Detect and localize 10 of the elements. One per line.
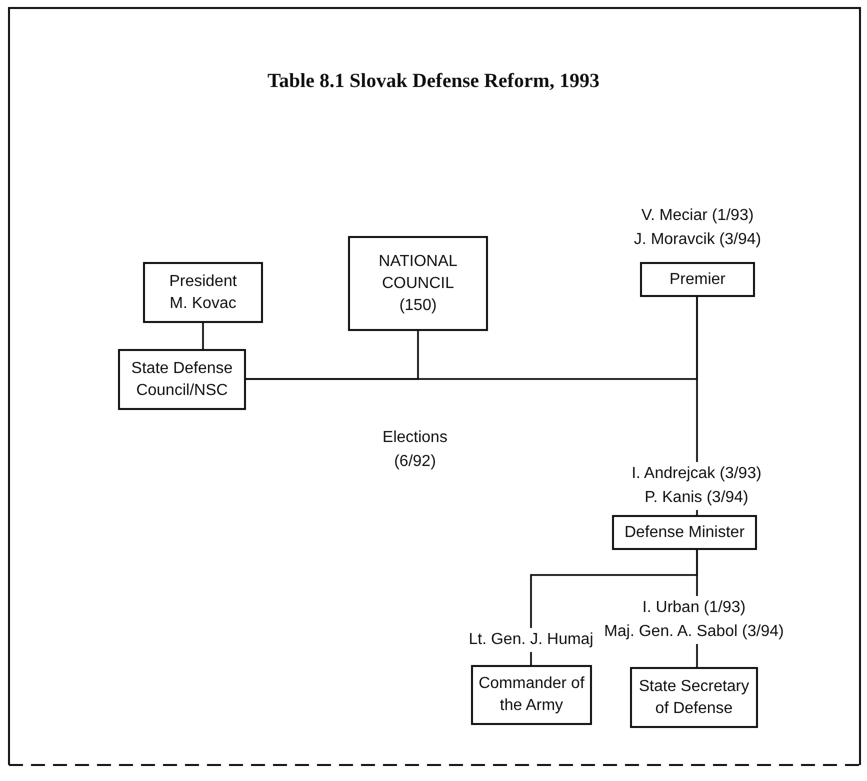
org-box: President M. Kovac: [143, 262, 263, 323]
org-box: State Secretary of Defense: [630, 667, 758, 728]
note-text: Elections (6/92): [382, 428, 448, 472]
org-box: State Defense Council/NSC: [118, 349, 246, 410]
diagram-title: Table 8.1 Slovak Defense Reform, 1993: [266, 70, 601, 93]
org-box: Premier: [640, 262, 755, 297]
connector-line: [202, 323, 204, 349]
org-box: NATIONAL COUNCIL (150): [348, 236, 488, 331]
org-box: Defense Minister: [612, 515, 757, 550]
org-box: Commander of the Army: [471, 665, 592, 725]
